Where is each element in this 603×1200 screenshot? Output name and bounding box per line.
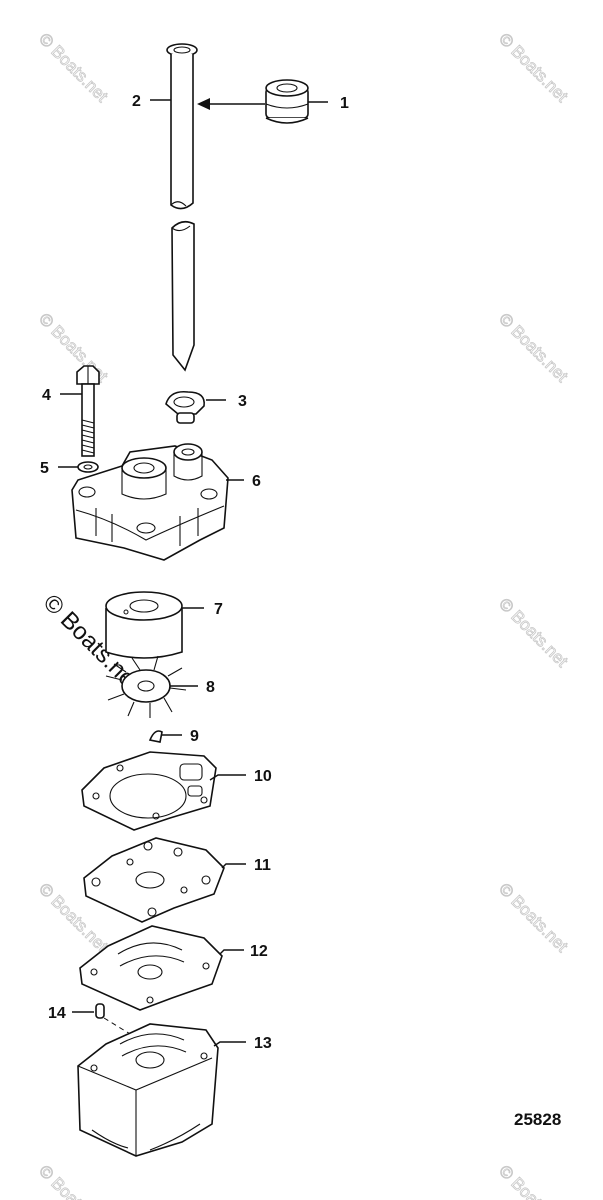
callout-3: 3 [238,393,247,410]
watermark: © Boats.net [35,309,112,386]
part-pump-base [77,1023,219,1157]
callout-13: 13 [254,1035,272,1052]
figure-number: 25828 [514,1110,561,1129]
leader-lines [58,99,328,1047]
callout-7: 7 [214,601,223,618]
part-seal [165,390,205,424]
watermark: © Boats.net [35,29,112,106]
callout-12: 12 [250,943,268,960]
watermark: © Boats.net [495,29,572,106]
callout-1: 1 [340,95,349,112]
callouts: 1 2 3 4 5 6 7 8 9 10 11 12 13 14 [40,93,349,1052]
watermark: © Boats.net [495,594,572,671]
part-gasket-upper [81,751,217,831]
part-pump-housing [71,443,229,561]
callout-9: 9 [190,728,199,745]
part-screw [76,365,100,457]
part-gasket-lower [79,925,223,1011]
part-key [148,730,163,743]
watermark: © Boats.net [495,1161,572,1200]
callout-5: 5 [40,460,49,477]
callout-10: 10 [254,768,272,785]
watermark: © Boats.net [35,1161,112,1200]
part-grommet [265,79,309,124]
callout-6: 6 [252,473,261,490]
watermark: © Boats.net [495,879,572,956]
part-dowel-pin [95,1003,105,1019]
watermark: © Boats.net [495,309,572,386]
callout-4: 4 [42,387,51,404]
part-washer [77,461,99,473]
part-wear-plate [83,837,225,923]
callout-2: 2 [132,93,141,110]
callout-11: 11 [254,857,271,874]
part-insert-cup [105,591,183,659]
callout-14: 14 [48,1005,66,1022]
part-impeller [105,655,187,718]
callout-8: 8 [206,679,215,696]
part-water-tube [166,43,198,372]
